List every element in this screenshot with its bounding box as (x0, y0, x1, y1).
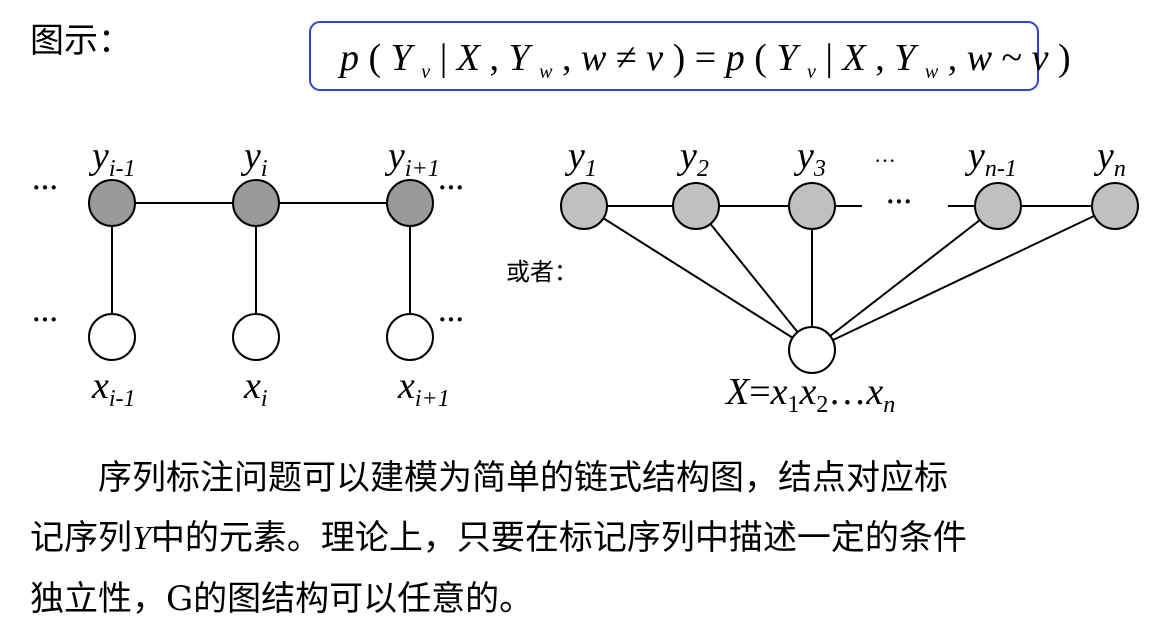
crf-diagram: 图示： p ( Y v | X , Y w , w ≠ v ) = p ( Y … (30, 21, 1139, 418)
node-y1 (560, 182, 608, 230)
label-yn: yn (1093, 135, 1126, 182)
node-x-i+1 (386, 313, 434, 361)
paragraph-line-1: 序列标注问题可以建模为简单的链式结构图，结点对应标 (98, 458, 948, 498)
ellipsis-bottom-right: ··· (438, 305, 464, 334)
node-y2 (672, 182, 720, 230)
node-y-i (232, 179, 280, 227)
paragraph-line-2-y: Y (132, 520, 151, 557)
paragraph-line-2-b: 中的元素。理论上，只要在标记序列中描述一定的条件 (150, 518, 967, 558)
edge-yn-1-X (811, 205, 999, 351)
edge-y1-X (583, 205, 813, 351)
label-x-i: xi (243, 365, 268, 412)
paragraph-line-2-a: 记序列 (30, 518, 132, 558)
ellipsis-top-left: ··· (32, 173, 58, 202)
ellipsis-bottom-left: ··· (32, 305, 58, 334)
edge-y2-X (695, 205, 813, 351)
ellipsis-top-labels: ··· (874, 148, 896, 173)
node-yn-1 (974, 182, 1022, 230)
label-y-i: yi (240, 135, 268, 182)
label-y-i-1: yi-1 (88, 135, 136, 182)
ellipsis-top-right: ··· (438, 173, 464, 202)
label-y3: y3 (793, 135, 826, 182)
paragraph-line-3: 独立性，G的图结构可以任意的。 (30, 579, 534, 619)
slide-label: 图示： (30, 21, 132, 61)
label-y-i+1: yi+1 (384, 135, 440, 182)
left-chain-graph: yi-1 yi yi+1 xi-1 xi xi+1 ··· ··· ··· ··… (32, 135, 464, 412)
label-y1: y1 (564, 135, 597, 182)
label-x-i+1: xi+1 (397, 365, 450, 412)
node-x-i (232, 313, 280, 361)
paragraph-line-2: 记序列Y中的元素。理论上，只要在标记序列中描述一定的条件 (30, 508, 1155, 569)
node-yn (1091, 182, 1139, 230)
node-x-i-1 (88, 313, 136, 361)
node-X (788, 326, 836, 374)
right-chain-graph: y1 y2 y3 yn-1 yn ··· ··· X=x1x2…xn (560, 135, 1139, 418)
explanation-paragraph: 序列标注问题可以建模为简单的链式结构图，结点对应标 记序列Y中的元素。理论上，只… (30, 448, 1155, 629)
edge-yn-X (811, 205, 1116, 351)
or-label: 或者： (506, 258, 578, 286)
formula: p ( Y v | X , Y w , w ≠ v ) = p ( Y v | … (337, 37, 1071, 87)
label-X: X=x1x2…xn (724, 371, 895, 418)
label-x-i-1: xi-1 (91, 365, 136, 412)
label-yn-1: yn-1 (964, 135, 1017, 182)
node-y-i-1 (88, 179, 136, 227)
label-y2: y2 (676, 135, 709, 182)
node-y-i+1 (386, 179, 434, 227)
formula-box (309, 21, 1039, 91)
node-y3 (788, 182, 836, 230)
ellipsis-mid-chain: ··· (886, 187, 912, 216)
